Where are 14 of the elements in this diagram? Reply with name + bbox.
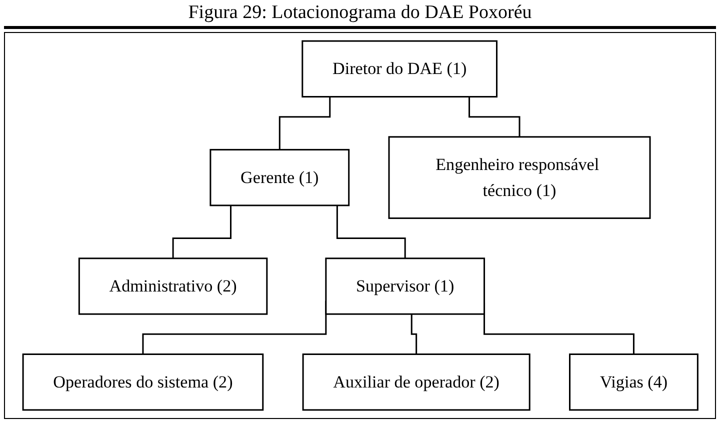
connector: [336, 205, 406, 260]
node-box: Diretor do DAE (1): [301, 40, 498, 98]
node-box: Engenheiro responsável técnico (1): [388, 136, 650, 219]
connector: [468, 96, 520, 138]
node-box: Operadores do sistema (2): [22, 353, 264, 411]
figure-title: Figura 29: Lotacionograma do DAE Poxoréu: [4, 0, 716, 29]
node-box: Administrativo (2): [78, 258, 268, 315]
connector: [278, 96, 330, 150]
node-box: Vigias (4): [568, 353, 698, 411]
node-box: Supervisor (1): [324, 258, 485, 315]
connector: [172, 205, 232, 260]
connector: [410, 314, 417, 355]
node-box: Auxiliar de operador (2): [302, 353, 530, 411]
node-box: Gerente (1): [209, 148, 350, 206]
